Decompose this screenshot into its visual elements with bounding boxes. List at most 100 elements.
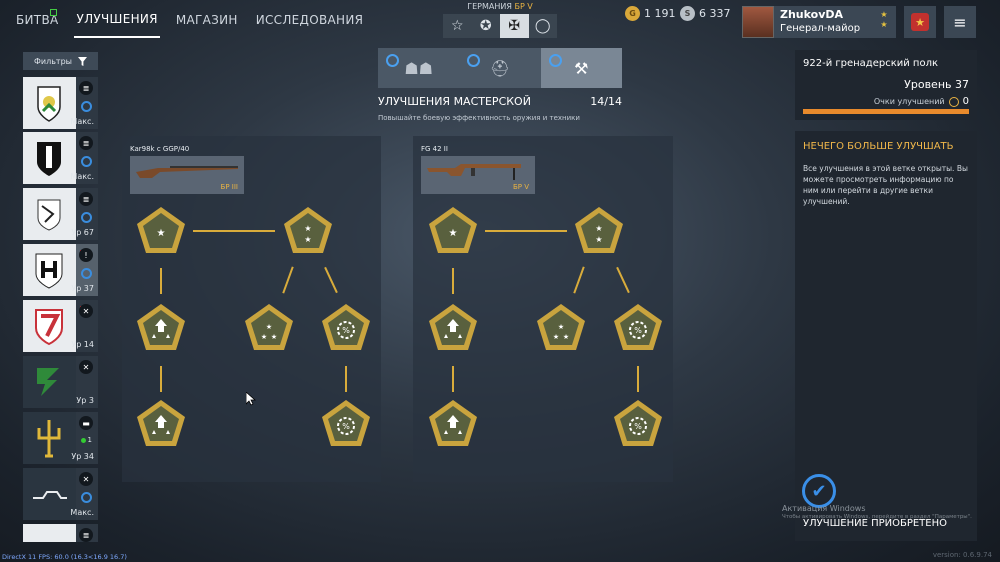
- nation-selector: ГЕРМАНИЯ БР V ☆ ✪ ✠ ◯: [443, 0, 557, 38]
- check-icon: [81, 492, 92, 503]
- upgrade-node-gear-percent-icon[interactable]: %: [320, 302, 372, 354]
- svg-text:★: ★: [157, 228, 166, 239]
- tree-connector: [452, 366, 454, 392]
- upgrade-info-panel: НЕЧЕГО БОЛЬШЕ УЛУЧШАТЬ Все улучшения в э…: [795, 131, 977, 541]
- unit-emblem: [23, 132, 76, 184]
- tree-subtitle: Повышайте боевую эффективность оружия и …: [378, 114, 580, 122]
- weapons-icon: ⚒: [574, 58, 589, 78]
- rank-emblem-button[interactable]: ★: [904, 6, 936, 38]
- tab-battle[interactable]: БИТВА: [14, 3, 60, 37]
- tree-connector: [485, 230, 567, 232]
- tree-progress: 14/14: [590, 95, 622, 108]
- list-icon: ≣: [79, 192, 93, 206]
- cross-tools-icon: ✕: [79, 304, 93, 318]
- regiment-name: 922-й гренадерский полк: [803, 58, 939, 69]
- silver-coin-icon: S: [680, 6, 695, 21]
- unit-card[interactable]: ▬ 1 Ур 34: [23, 412, 98, 464]
- upgrade-node-upgrade-arrows-icon[interactable]: [427, 302, 479, 354]
- tree-title: УЛУЧШЕНИЯ МАСТЕРСКОЙ: [378, 95, 531, 108]
- windows-activation-title: Активация Windows: [782, 504, 866, 513]
- regiment-level: Уровень 37: [904, 78, 969, 91]
- upgrade-node-gear-percent-icon[interactable]: %: [320, 398, 372, 450]
- unit-card[interactable]: ≣ Макс.: [23, 77, 98, 129]
- tab-research[interactable]: ИССЛЕДОВАНИЯ: [255, 13, 364, 27]
- check-icon: [386, 54, 399, 67]
- unit-emblem: [23, 300, 76, 352]
- helmet-icon: ⛑: [489, 58, 511, 78]
- check-icon: [81, 268, 92, 279]
- tab-upgrades[interactable]: УЛУЧШЕНИЯ: [74, 2, 160, 38]
- svg-text:★: ★: [271, 333, 277, 341]
- infantry-icon: !: [79, 248, 93, 262]
- check-icon: [81, 212, 92, 223]
- avatar: [742, 6, 774, 38]
- weapon-card[interactable]: БР III: [130, 156, 244, 194]
- upgrade-node-gear-percent-icon[interactable]: %: [612, 302, 664, 354]
- unit-level: Макс.: [70, 172, 94, 181]
- unit-level: Ур 3: [76, 396, 94, 405]
- unit-level: Ур 34: [71, 452, 94, 461]
- unit-card[interactable]: ✕ Ур 14: [23, 300, 98, 352]
- unit-card[interactable]: ≣ Ур 67: [23, 188, 98, 240]
- upgrade-node-two-stars-icon[interactable]: ★★: [573, 205, 625, 257]
- squad-count: 1: [87, 436, 92, 444]
- rifle-icon: [427, 164, 521, 180]
- tab-battle-label: БИТВА: [16, 13, 59, 27]
- nation-name: ГЕРМАНИЯ: [467, 2, 512, 11]
- rank-stars-icon: ★★: [880, 10, 888, 29]
- upgrade-node-three-stars-icon[interactable]: ★★★: [535, 302, 587, 354]
- unit-level: Ур 37: [71, 284, 94, 293]
- upgrade-node-upgrade-arrows-icon[interactable]: [135, 302, 187, 354]
- upgrade-node-two-stars-icon[interactable]: ★★: [282, 205, 334, 257]
- unit-card-selected[interactable]: ! Ур 37: [23, 244, 98, 296]
- svg-text:★: ★: [304, 235, 311, 244]
- unit-emblem: [23, 412, 76, 464]
- regiment-progress-bar: [803, 109, 969, 114]
- upgrade-status: УЛУЧШЕНИЕ ПРИОБРЕТЕНО: [803, 518, 947, 529]
- weapon-name: Kar98k с GGP/40: [130, 145, 190, 153]
- upgrade-points-icon: [948, 96, 959, 107]
- star-outline-icon[interactable]: ☆: [450, 18, 464, 34]
- player-name: ZhukovDA: [780, 8, 844, 21]
- upgrade-node-gear-percent-icon[interactable]: %: [612, 398, 664, 450]
- filters-button[interactable]: Фильтры: [23, 52, 98, 70]
- svg-text:★: ★: [266, 323, 272, 331]
- info-heading: НЕЧЕГО БОЛЬШЕ УЛУЧШАТЬ: [803, 141, 954, 152]
- svg-text:★: ★: [449, 228, 458, 239]
- cross-tools-icon: ✕: [79, 360, 93, 374]
- unit-card[interactable]: ✕ Макс.: [23, 468, 98, 520]
- upgrade-node-upgrade-arrows-icon[interactable]: [427, 398, 479, 450]
- unit-card[interactable]: ✕ Ур 3: [23, 356, 98, 408]
- nation-br: БР V: [514, 2, 533, 11]
- fps-counter: DirectX 11 FPS: 60.0 (16.3<16.9 16.7): [2, 553, 127, 561]
- svg-text:★: ★: [595, 235, 602, 244]
- tree-connector: [193, 230, 275, 232]
- unit-emblem: [23, 77, 76, 129]
- tab-squad-upgrades[interactable]: ⛑: [459, 48, 540, 88]
- tab-infantry-upgrades[interactable]: ☗☗: [378, 48, 459, 88]
- unit-card[interactable]: ≣ Макс.: [23, 132, 98, 184]
- filters-label: Фильтры: [34, 56, 72, 66]
- weapon-card[interactable]: БР V: [421, 156, 535, 194]
- weapon-name: FG 42 II: [421, 145, 448, 153]
- menu-button[interactable]: ≡: [944, 6, 976, 38]
- tab-workshop-upgrades[interactable]: ⚒: [540, 48, 622, 88]
- tree-header: УЛУЧШЕНИЯ МАСТЕРСКОЙ 14/14: [378, 95, 622, 108]
- balkenkreuz-icon[interactable]: ✠: [500, 14, 529, 38]
- star-circle-icon[interactable]: ✪: [479, 18, 492, 34]
- unit-card[interactable]: ≣: [23, 524, 98, 542]
- tab-shop[interactable]: МАГАЗИН: [175, 13, 238, 27]
- svg-text:★: ★: [558, 323, 564, 331]
- upgrade-node-three-stars-icon[interactable]: ★★★: [243, 302, 295, 354]
- svg-text:%: %: [634, 326, 642, 335]
- upgrade-node-upgrade-arrows-icon[interactable]: [135, 398, 187, 450]
- cross-tools-icon: ✕: [79, 472, 93, 486]
- cursor-icon: [246, 392, 256, 406]
- upgrade-node-star-icon[interactable]: ★: [427, 205, 479, 257]
- check-icon: [81, 156, 92, 167]
- ring-icon[interactable]: ◯: [534, 18, 551, 34]
- upgrade-node-star-icon[interactable]: ★: [135, 205, 187, 257]
- menu-icon: ≡: [953, 12, 967, 32]
- regiment-panel: 922-й гренадерский полк Уровень 37 Очки …: [795, 50, 977, 120]
